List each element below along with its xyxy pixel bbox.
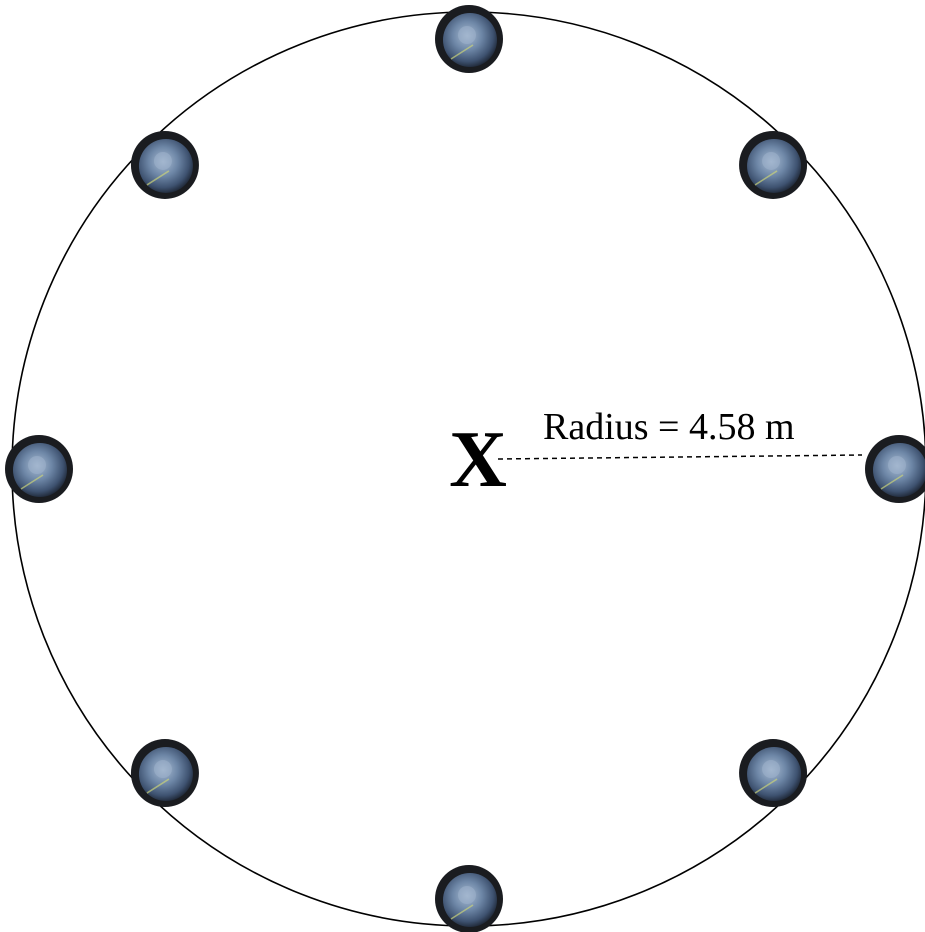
containers-group <box>5 5 925 932</box>
radius-label: Radius = 4.58 m <box>543 406 795 448</box>
radius-line <box>497 454 863 460</box>
container-left-icon <box>5 435 73 503</box>
container-bottom-icon <box>435 865 503 932</box>
container-top-left-icon <box>130 130 199 199</box>
center-mark: X <box>449 416 507 504</box>
container-bottom-right-icon <box>739 739 808 808</box>
container-top-right-icon <box>739 130 808 199</box>
container-bottom-left-icon <box>130 739 199 808</box>
container-top-icon <box>435 5 503 73</box>
container-right-icon <box>865 435 925 503</box>
